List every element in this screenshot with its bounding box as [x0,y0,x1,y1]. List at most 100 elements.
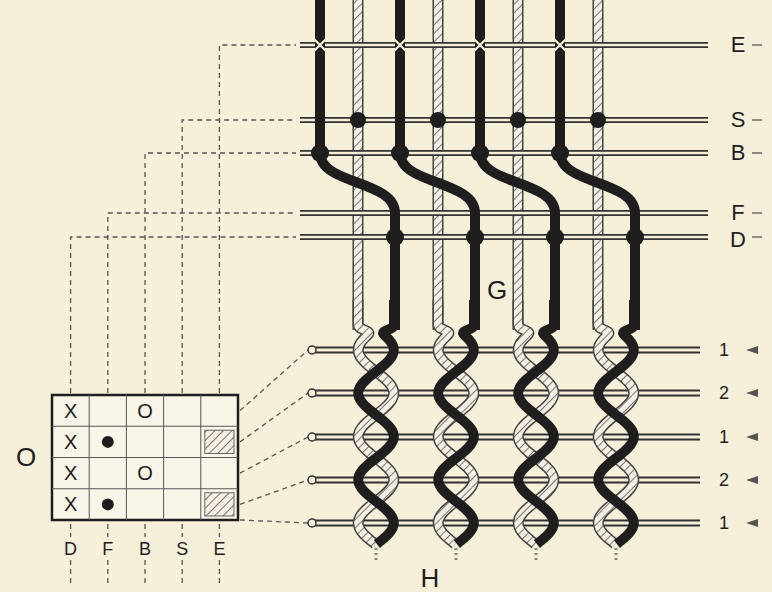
grid-mark: X [64,432,77,452]
leader-dash [752,212,762,213]
weft-edge [312,520,700,527]
weft-end [308,389,316,397]
section-letter: G [485,276,509,304]
warp-continuation [376,548,377,562]
weft-end [308,433,316,441]
column-letter: B [139,540,151,558]
hatched-warp-edge [438,300,474,544]
column-letter: D [64,540,77,558]
hatched-warp [594,0,602,330]
shaft-bar [300,212,708,215]
shaft-letter: S [731,109,746,131]
shaft-letter: F [731,202,744,224]
weft [312,522,700,525]
shaft-bar [300,152,708,155]
heddle-dot [546,228,564,246]
pick-arrow [746,433,758,441]
draft-grid [52,395,238,520]
hatched-warp-edge [518,300,554,544]
hatched-warp-edge [358,300,394,544]
section-letter: O [14,443,38,471]
black-warp [320,0,395,330]
black-warp [560,0,635,330]
warp-continuation [615,548,616,562]
leader-line [219,45,296,393]
cross-mark [312,37,328,53]
warp-continuation [456,548,457,562]
heddle-dot [430,112,446,128]
weft [312,479,700,482]
grid-mark: O [137,401,153,421]
weft-edge [312,477,700,484]
leader-dash [752,152,762,153]
shaft-letter: D [730,229,746,251]
pick-number: 1 [719,514,729,532]
black-warp [358,300,394,544]
leader-line [240,480,308,504]
weft-edge [312,390,700,397]
heddle-dot [350,112,366,128]
pick-number: 2 [719,471,729,489]
weft [312,349,700,352]
leader-tick [219,524,220,537]
leader-tick [70,560,71,585]
heddle-dot [590,112,606,128]
shaft-letter: E [731,34,746,56]
hatched-warp-edge [513,0,524,330]
grid-line [52,457,238,458]
leader-tick [182,560,183,585]
leader-tick [107,524,108,537]
cross-mark [552,37,568,53]
hatched-warp-edge [433,0,444,330]
black-warp [518,300,554,544]
leader-line [182,120,296,393]
weft-end [308,476,316,484]
heddle-dot [510,112,526,128]
leader-dash [752,44,762,45]
hatched-warp [518,300,554,544]
hatched-warp [434,0,442,330]
leader-tick [144,560,145,585]
leader-line [71,237,296,393]
grid-line [52,426,238,427]
leader-tick [70,524,71,537]
hatched-warp [354,0,362,330]
grid-dot [102,436,114,448]
leader-line [240,350,308,411]
heddle-dot [386,228,404,246]
heddle-dot [466,228,484,246]
hatched-warp-edge [353,0,364,330]
leader-tick [107,560,108,585]
leader-line [145,153,296,393]
pick-arrow [746,519,758,527]
pick-number: 1 [719,428,729,446]
leader-tick [144,524,145,537]
black-warp [400,0,475,330]
hatched-warp [358,300,394,544]
hatched-cell [205,430,234,453]
grid-mark: O [137,463,153,483]
leader-line [108,213,296,393]
heddle-dot [626,228,644,246]
shaft-bar [300,236,708,239]
column-letter: E [213,540,225,558]
pick-arrow [746,476,758,484]
hatched-warp [438,300,474,544]
heddle-dot [311,144,329,162]
weave-section [308,300,758,562]
weft-end [308,519,316,527]
hatched-warp-edge [598,300,634,544]
warp-continuation [616,548,617,562]
weft-end [308,346,316,354]
shaft-bar-edge [300,150,708,156]
pick-number: 2 [719,384,729,402]
black-warp [598,300,634,544]
section-letter: H [419,564,442,592]
column-letter: S [176,540,188,558]
leader-dash [752,119,762,120]
black-warp [480,0,555,330]
grid-mark: X [64,494,77,514]
weft-edge [312,434,700,441]
